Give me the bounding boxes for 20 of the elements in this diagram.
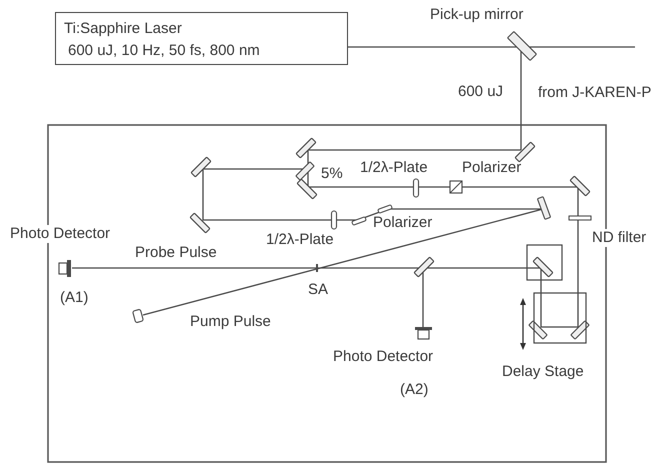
component-label: ND filter <box>590 229 648 247</box>
component-label: 1/2λ-Plate <box>360 159 428 177</box>
component-label: Photo Detector <box>8 225 112 243</box>
ratio-label: 5% <box>321 165 343 183</box>
source-label: from J-KAREN-P <box>538 84 652 102</box>
component-label: Delay Stage <box>502 363 584 381</box>
laser-box <box>55 12 348 65</box>
energy-label: 600 uJ <box>458 83 504 101</box>
component-label: Pick-up mirror <box>430 6 524 24</box>
component-label: 1/2λ-Plate <box>266 231 334 249</box>
component-label: Polarizer <box>462 159 522 177</box>
component-label: Photo Detector <box>333 348 434 366</box>
beam-label: Probe Pulse <box>135 244 217 262</box>
channel-label: (A2) <box>400 381 428 399</box>
sample-label: SA <box>308 281 328 299</box>
component-label: Polarizer <box>373 214 432 232</box>
channel-label: (A1) <box>60 289 88 307</box>
beam-label: Pump Pulse <box>190 313 271 331</box>
laser-parameters: 600 uJ, 10 Hz, 50 fs, 800 nm <box>68 42 260 60</box>
laser-title: Ti:Sapphire Laser <box>64 20 182 38</box>
